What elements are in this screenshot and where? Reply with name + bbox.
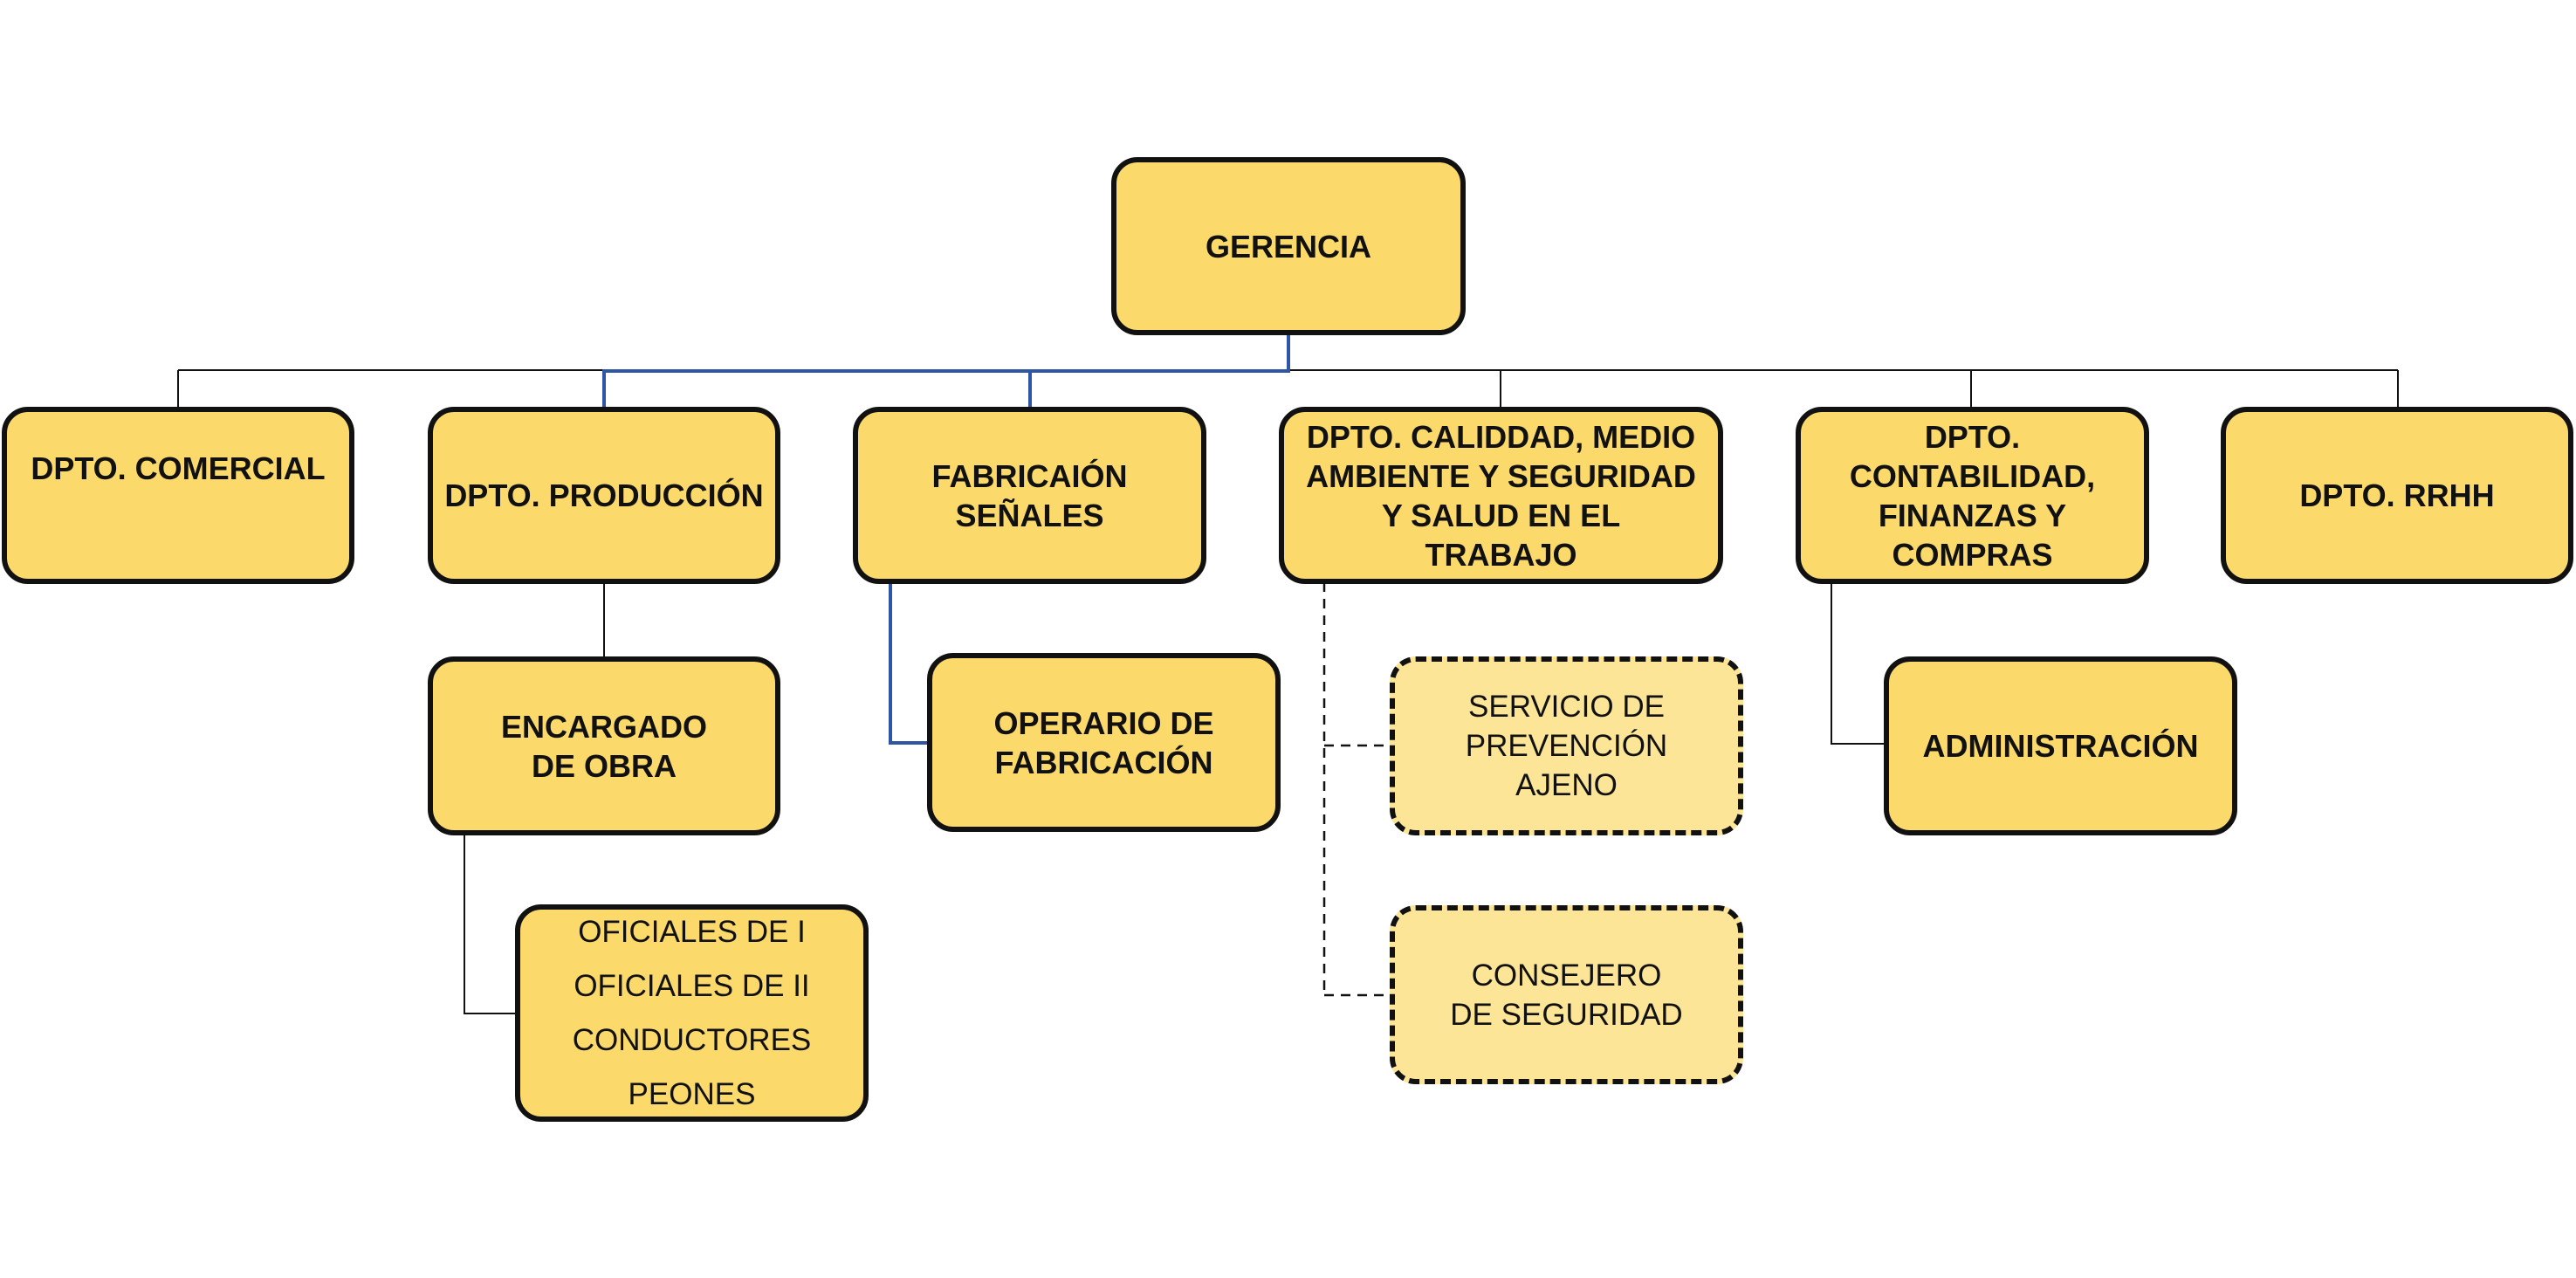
node-dpto-calidad-label: DPTO. CALIDDAD, MEDIO AMBIENTE Y SEGURID…	[1306, 418, 1696, 573]
node-dpto-comercial-label: DPTO. COMERCIAL	[31, 450, 326, 486]
node-oficiales-group: OFICIALES DE I OFICIALES DE II CONDUCTOR…	[515, 904, 869, 1122]
node-gerencia-label: GERENCIA	[1205, 228, 1372, 265]
node-dpto-contabilidad: DPTO. CONTABILIDAD, FINANZAS Y COMPRAS	[1796, 407, 2149, 584]
node-dpto-rrhh-label: DPTO. RRHH	[2299, 478, 2495, 513]
node-administracion: ADMINISTRACIÓN	[1884, 656, 2237, 835]
node-oficiales-item: OFICIALES DE I	[578, 914, 806, 949]
node-encargado-obra-label: ENCARGADO DE OBRA	[500, 708, 707, 784]
node-operario-fabricacion: OPERARIO DE FABRICACIÓN	[927, 653, 1281, 832]
connector-contabilidad-administracion	[1831, 582, 1886, 745]
node-oficiales-item: CONDUCTORES	[572, 1022, 812, 1057]
node-dpto-contabilidad-label: DPTO. CONTABILIDAD, FINANZAS Y COMPRAS	[1849, 418, 2096, 573]
node-fabricacion-senales: FABRICAIÓN SEÑALES	[853, 407, 1206, 584]
node-dpto-rrhh: DPTO. RRHH	[2221, 407, 2573, 584]
node-operario-fabricacion-label: OPERARIO DE FABRICACIÓN	[993, 704, 1214, 780]
node-administracion-label: ADMINISTRACIÓN	[1922, 728, 2199, 764]
node-servicio-prevencion: SERVICIO DE PREVENCIÓN AJENO	[1390, 656, 1743, 835]
node-oficiales-item: PEONES	[628, 1076, 756, 1111]
node-fabricacion-senales-label: FABRICAIÓN SEÑALES	[931, 457, 1128, 533]
node-dpto-produccion-label: DPTO. PRODUCCIÓN	[444, 478, 764, 513]
node-consejero-seguridad-label: CONSEJERO DE SEGURIDAD	[1450, 958, 1683, 1032]
node-consejero-seguridad: CONSEJERO DE SEGURIDAD	[1390, 905, 1743, 1084]
node-gerencia: GERENCIA	[1111, 157, 1466, 335]
node-dpto-calidad: DPTO. CALIDDAD, MEDIO AMBIENTE Y SEGURID…	[1279, 407, 1723, 584]
node-oficiales-item: OFICIALES DE II	[574, 968, 810, 1003]
node-encargado-obra: ENCARGADO DE OBRA	[428, 656, 780, 835]
connector-encargado-oficiales	[464, 835, 517, 1014]
connector-gerencia-blue	[602, 335, 1290, 407]
connector-fabricacion-operario-blue	[889, 582, 928, 745]
node-servicio-prevencion-label: SERVICIO DE PREVENCIÓN AJENO	[1465, 690, 1668, 802]
node-dpto-comercial: DPTO. COMERCIAL	[2, 407, 354, 584]
node-dpto-produccion: DPTO. PRODUCCIÓN	[428, 407, 780, 584]
